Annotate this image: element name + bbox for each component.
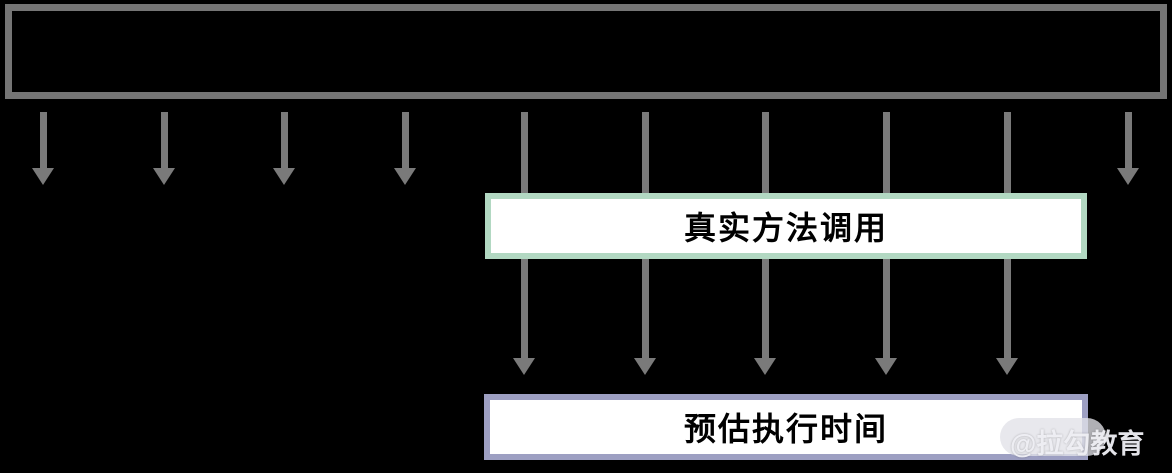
arrow-head-icon (153, 168, 175, 185)
estimated-execution-time-box: 预估执行时间 (484, 394, 1088, 460)
real-method-call-label: 真实方法调用 (683, 210, 888, 246)
down-arrow (153, 112, 175, 185)
down-arrow (1117, 112, 1139, 185)
arrow-head-icon (634, 358, 656, 375)
down-arrow (273, 112, 295, 185)
watermark-pill (1000, 418, 1106, 456)
down-arrow (32, 112, 54, 185)
arrow-head-icon (996, 358, 1018, 375)
arrow-head-icon (754, 358, 776, 375)
arrow-head-icon (1117, 168, 1139, 185)
top-container-box (5, 4, 1167, 99)
arrow-shaft (280, 112, 288, 168)
watermark-text: @拉勾教育 (1010, 429, 1145, 459)
arrow-shaft (160, 112, 168, 168)
arrow-shaft (401, 112, 409, 168)
arrow-head-icon (273, 168, 295, 185)
arrow-shaft (39, 112, 47, 168)
arrow-head-icon (513, 358, 535, 375)
arrow-shaft (1124, 112, 1132, 168)
arrow-head-icon (875, 358, 897, 375)
arrow-head-icon (32, 168, 54, 185)
down-arrow (394, 112, 416, 185)
arrow-head-icon (394, 168, 416, 185)
estimated-execution-time-label: 预估执行时间 (683, 411, 888, 447)
real-method-call-box: 真实方法调用 (485, 193, 1087, 259)
